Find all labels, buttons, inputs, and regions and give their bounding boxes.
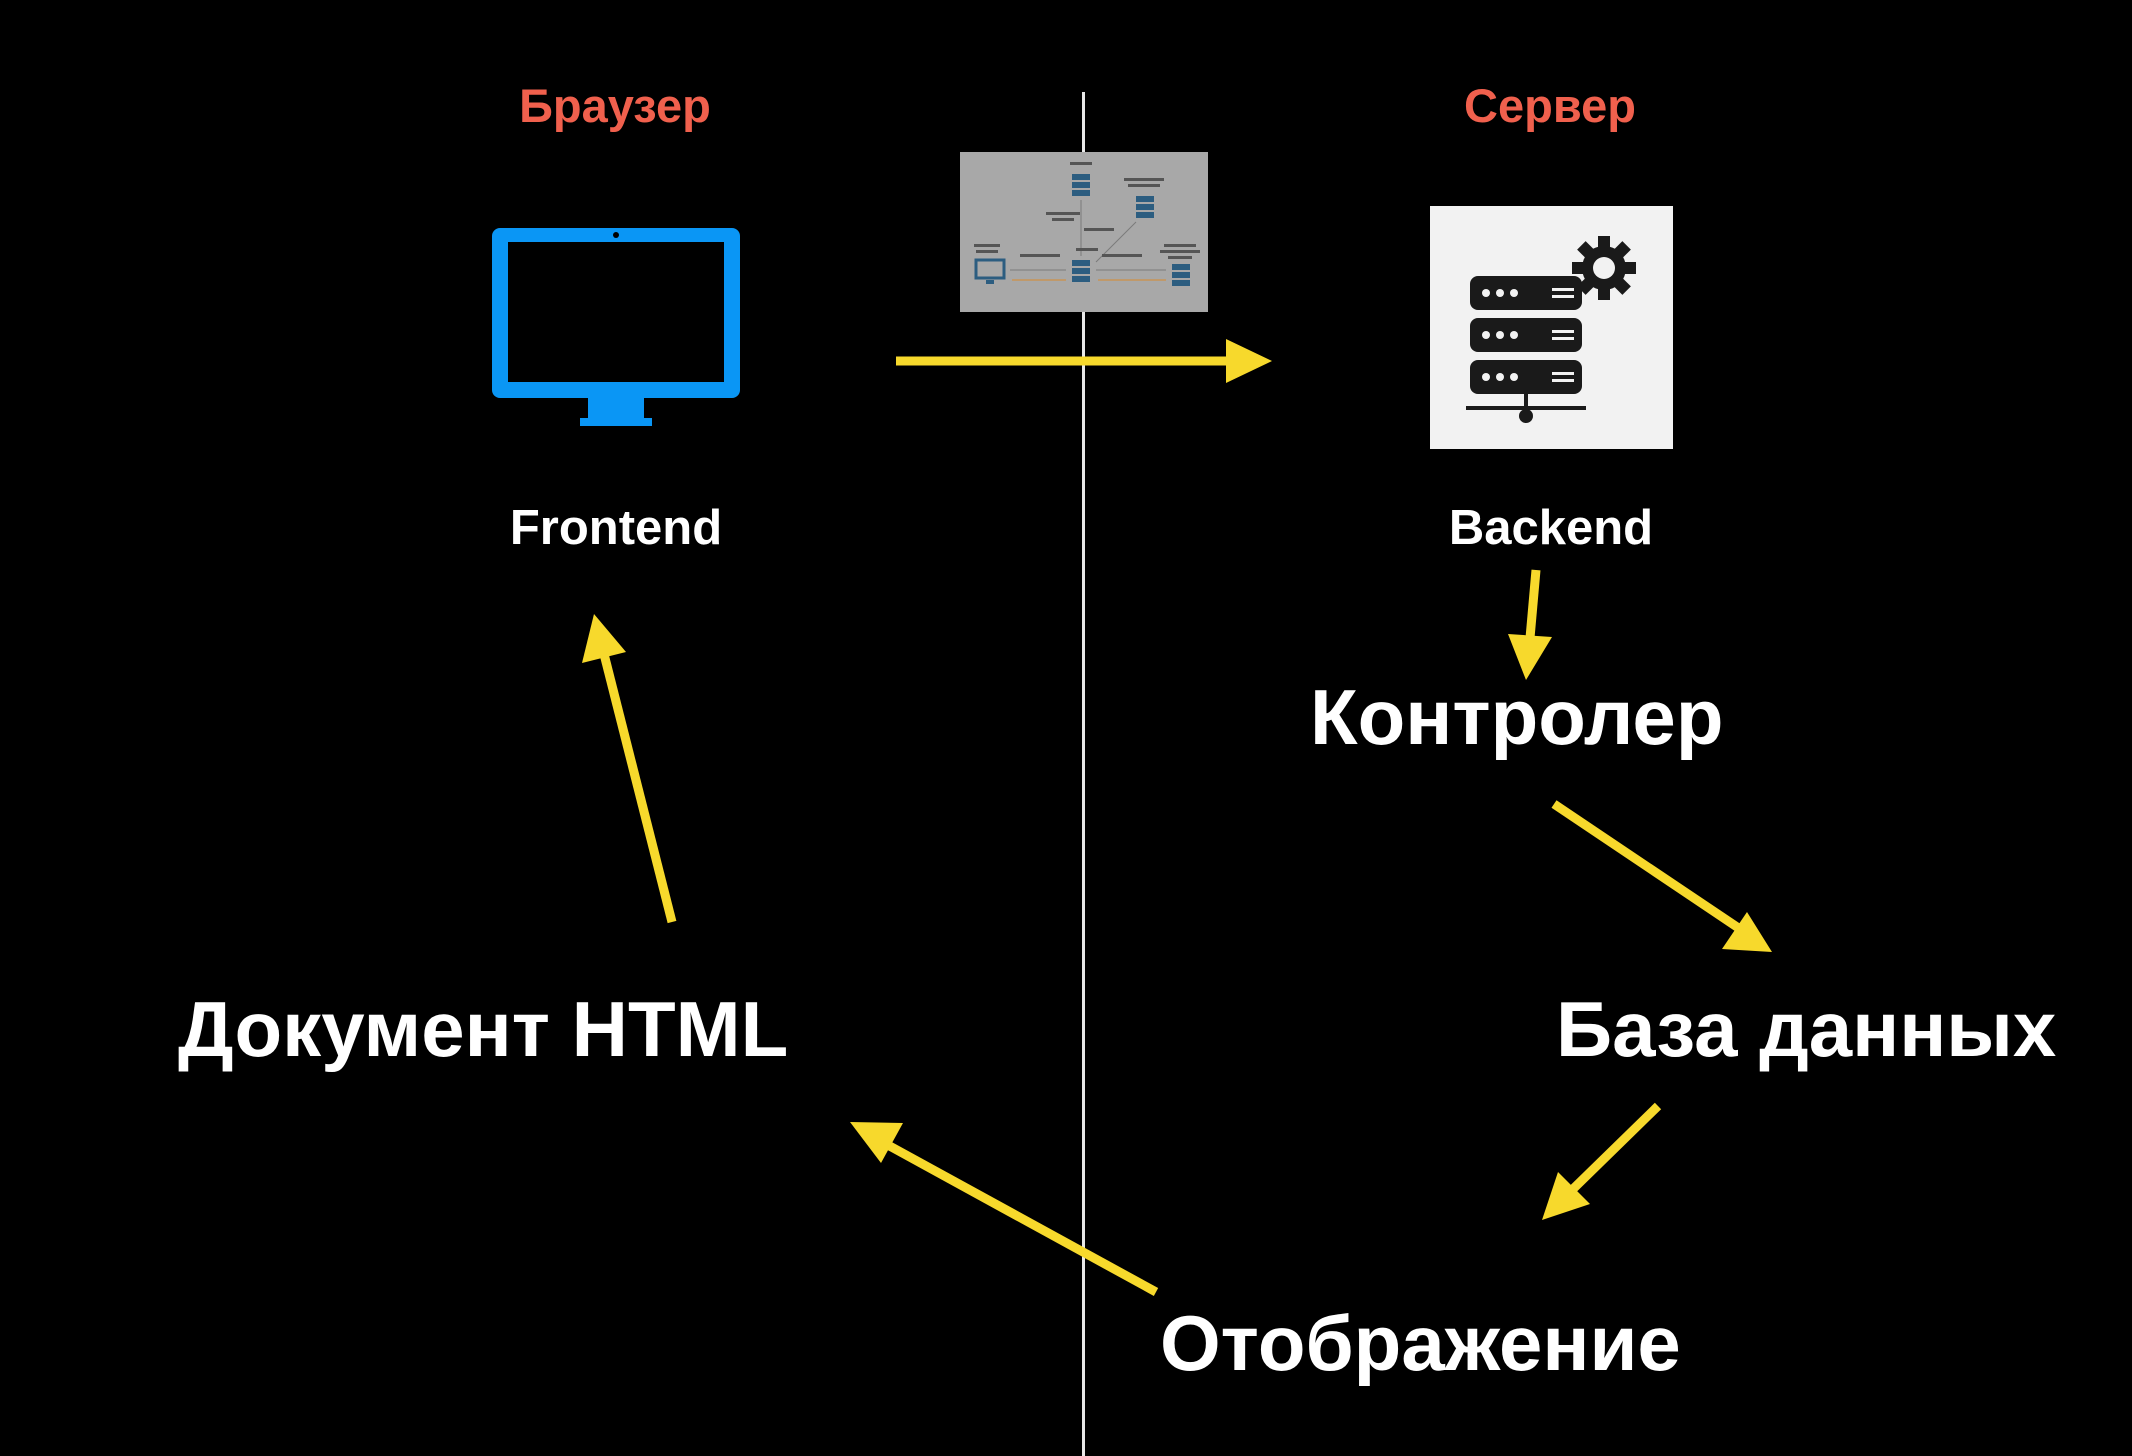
browser-server-divider <box>1082 92 1085 1456</box>
network-diagram-thumbnail <box>960 152 1208 312</box>
arrow-controller-to-database <box>1551 800 1772 952</box>
arrow-html-document-to-frontend <box>582 614 677 924</box>
arrow-frontend-to-backend <box>896 339 1272 383</box>
arrow-backend-to-controller <box>1508 569 1552 680</box>
database-label: База данных <box>1556 985 2057 1073</box>
browser-column-title: Браузер <box>519 79 711 132</box>
monitor-icon <box>492 228 740 428</box>
arrow-database-to-rendering <box>1542 1102 1662 1220</box>
backend-label: Backend <box>1448 501 1654 555</box>
rendering-label: Отображение <box>1160 1299 1681 1387</box>
server-rack-gear-icon <box>1430 206 1673 449</box>
arrow-rendering-to-html-document <box>850 1122 1159 1296</box>
frontend-label: Frontend <box>509 501 723 555</box>
server-column-title: Сервер <box>1464 79 1636 132</box>
html-document-label: Документ HTML <box>178 985 789 1073</box>
controller-label: Контролер <box>1310 673 1724 761</box>
